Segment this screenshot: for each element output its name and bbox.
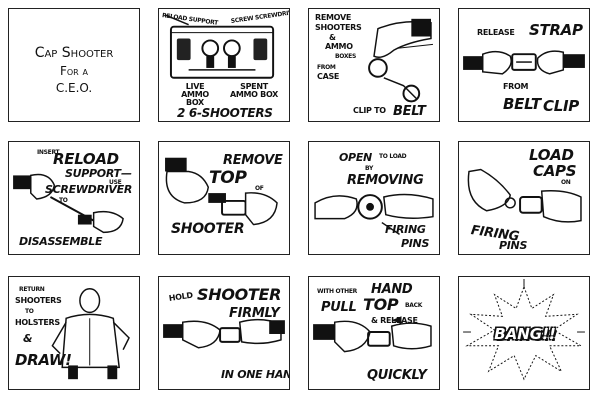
label-case: CASE [317, 72, 340, 81]
label-from: FROM [503, 82, 529, 91]
label-shooters: SHOOTERS [15, 296, 62, 305]
label-strap: STRAP [529, 21, 583, 39]
label-belt: BELT [393, 104, 426, 119]
panel-case-contents: Reload Support Screw Screwdriver LIVE AM… [158, 8, 290, 122]
label-caps: CAPS [533, 162, 577, 180]
label-remove: REMOVE [223, 153, 283, 168]
label-of: of [255, 185, 264, 192]
label-ammo: AMMO [325, 42, 353, 51]
panel-release-strap: RELEASE STRAP FROM BELT CLIP [458, 8, 590, 122]
label-amp: & [23, 332, 33, 345]
label-with-other: with OTHER [317, 288, 357, 295]
hands-hold-illustration [163, 318, 285, 349]
label-back: BACK [405, 302, 423, 309]
label-pins: PINS [499, 239, 528, 252]
label-holsters: HOLSTERS [15, 318, 60, 327]
label-to: TO [59, 197, 68, 204]
label-in-one-hand: IN ONE HAND [221, 368, 289, 381]
label-on: on [561, 179, 571, 186]
label-removing: REMOVING [347, 173, 424, 188]
label-reload: RELOAD [53, 150, 119, 168]
label-draw: DRAW! [15, 351, 72, 369]
label-firmly: FIRMLY [229, 306, 280, 321]
panel-disassemble: INSERT RELOAD SUPPORT — use SCREWDRIVER … [8, 141, 140, 255]
label-boxes: BOXES [335, 53, 357, 60]
ceo-figure-illustration [51, 288, 130, 380]
label-top: TOP [209, 168, 247, 188]
label-to-load: to LOAD [379, 153, 407, 160]
label-amp: & [329, 33, 336, 42]
label-bang: BANG!! [494, 325, 556, 343]
panel-return-and-draw: RETURN SHOOTERS to HOLSTERS & DRAW! [8, 276, 140, 390]
hands-open-illustration [314, 193, 434, 235]
label-pins: PINS [401, 237, 430, 250]
case-illustration [164, 14, 275, 79]
label-release: & RELEASE [371, 316, 418, 325]
label-use: use [109, 179, 122, 186]
label-screwdriver: SCREWDRIVER [45, 183, 133, 196]
panel-hold-firmly: HOLD SHOOTER FIRMLY IN ONE HAND [158, 276, 290, 390]
label-shooter: SHOOTER [197, 285, 282, 304]
title-line-2: For a [59, 64, 89, 78]
label-pull: PULL [321, 300, 357, 315]
label-release: RELEASE [477, 28, 515, 37]
label-hand: HAND [371, 282, 413, 297]
hands-remove-illustration [368, 18, 434, 103]
panel-load-caps: LOAD CAPS on FIRING PINS [458, 141, 590, 255]
label-load: LOAD [529, 146, 574, 164]
hands-screwdriver-illustration [13, 173, 124, 234]
label-firing: FIRING [385, 223, 426, 236]
hands-pull-illustration [313, 316, 432, 353]
label-top: TOP [363, 295, 399, 314]
label-two-six-shooters: 2 6-Shooters [177, 106, 273, 120]
panel-remove-top: REMOVE TOP of SHOOTER [158, 141, 290, 255]
label-belt: BELT [503, 95, 541, 113]
label-from: FROM [317, 64, 336, 71]
panel-title: Cap Shooter For a C.E.O. [8, 8, 140, 122]
label-quickly: QUICKLY [367, 368, 427, 383]
label-open: OPEN [339, 151, 372, 164]
label-insert: INSERT [37, 149, 60, 156]
title-line-1: Cap Shooter [34, 45, 114, 61]
hands-remove-top-illustration [165, 157, 278, 226]
title-line-3: C.E.O. [55, 81, 93, 95]
label-live-ammo: LIVE AMMO BOX [181, 82, 209, 107]
label-by: by [365, 165, 373, 172]
label-shooters: SHOOTERS [315, 23, 362, 32]
label-return: RETURN [19, 286, 45, 293]
label-support: SUPPORT [65, 167, 121, 180]
panel-remove-shooters: REMOVE SHOOTERS & AMMO BOXES FROM CASE C… [308, 8, 440, 122]
hands-load-caps-illustration [467, 168, 582, 223]
bang-burst-illustration [463, 278, 585, 381]
label-remove: REMOVE [315, 13, 352, 22]
label-clip-to: CLIP TO [353, 106, 386, 115]
label-clip: CLIP [543, 97, 579, 115]
label-disassemble: DISASSEMBLE [19, 235, 103, 248]
label-shooter: SHOOTER [171, 221, 245, 237]
label-spent-ammo: SPENT AMMO BOX [229, 82, 279, 99]
label-to: to [25, 308, 34, 315]
panel-bang: BANG!! [458, 276, 590, 390]
hands-strap-illustration [463, 50, 585, 75]
panel-open-to-load: OPEN to LOAD by REMOVING FIRING PINS [308, 141, 440, 255]
label-dash: — [121, 167, 132, 180]
panel-pull-top-back: with OTHER HAND PULL TOP BACK & RELEASE … [308, 276, 440, 390]
